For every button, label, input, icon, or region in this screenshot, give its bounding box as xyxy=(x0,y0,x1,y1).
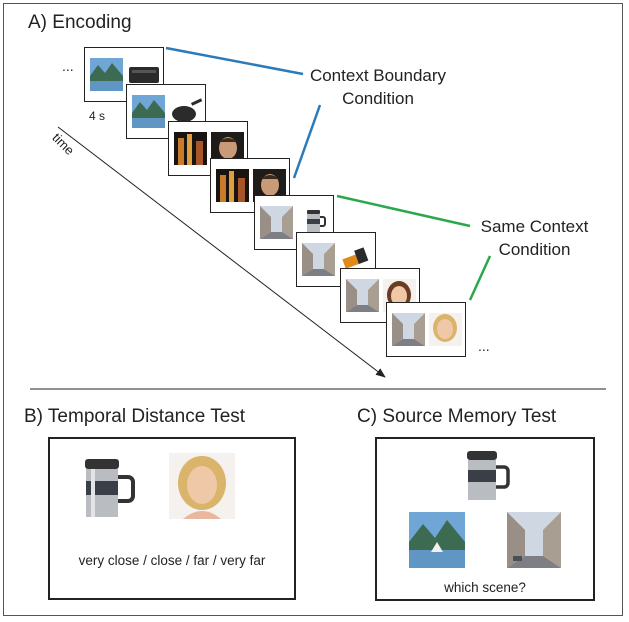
source-answer-question: which scene? xyxy=(444,580,526,595)
boundary-line-top xyxy=(165,46,304,76)
context-boundary-label: Context Boundary Condition xyxy=(309,66,447,108)
panel-b-label: B) Temporal Distance Test xyxy=(24,406,246,427)
mountain-lake-scene xyxy=(409,512,465,568)
temporal-answer-options: very close / close / far / very far xyxy=(78,553,266,568)
city-street-scene xyxy=(302,243,335,276)
ellipsis-end: ... xyxy=(478,338,490,354)
panel-c-label: C) Source Memory Test xyxy=(357,406,557,427)
travel-mug-icon xyxy=(307,210,326,234)
flashlight-icon xyxy=(342,247,369,269)
city-street-scene xyxy=(260,206,293,239)
boundary-line-bottom xyxy=(292,104,322,179)
source-test-panel: which scene? xyxy=(375,437,595,601)
night-city-scene xyxy=(216,169,249,202)
encoding-trial-card xyxy=(254,195,334,250)
encoding-trial-card xyxy=(210,158,290,213)
city-street-scene xyxy=(507,512,561,568)
ellipsis-start: ... xyxy=(62,58,74,74)
blonde-face-icon xyxy=(429,313,462,346)
travel-mug-icon xyxy=(85,459,135,517)
duration-label: 4 s xyxy=(89,109,106,123)
city-street-scene xyxy=(392,313,425,346)
night-city-scene xyxy=(174,132,207,165)
same-context-label: Same Context Condition xyxy=(480,217,589,259)
city-street-scene xyxy=(346,279,379,312)
temporal-test-panel: very close / close / far / very far xyxy=(48,437,296,600)
same-line-top xyxy=(336,194,471,228)
encoding-trial-card xyxy=(386,302,466,357)
time-arrow xyxy=(57,126,386,378)
figure-frame xyxy=(3,3,623,616)
mountain-lake-scene xyxy=(132,95,165,128)
mountain-lake-scene xyxy=(90,58,123,91)
blonde-face-icon xyxy=(169,453,235,519)
frying-pan-icon xyxy=(172,98,203,122)
encoding-trial-card xyxy=(84,47,164,102)
panel-a-label: A) Encoding xyxy=(28,12,132,33)
travel-mug-icon xyxy=(467,451,510,500)
same-line-bottom xyxy=(468,255,492,301)
dark-camera-case-icon xyxy=(129,67,159,83)
